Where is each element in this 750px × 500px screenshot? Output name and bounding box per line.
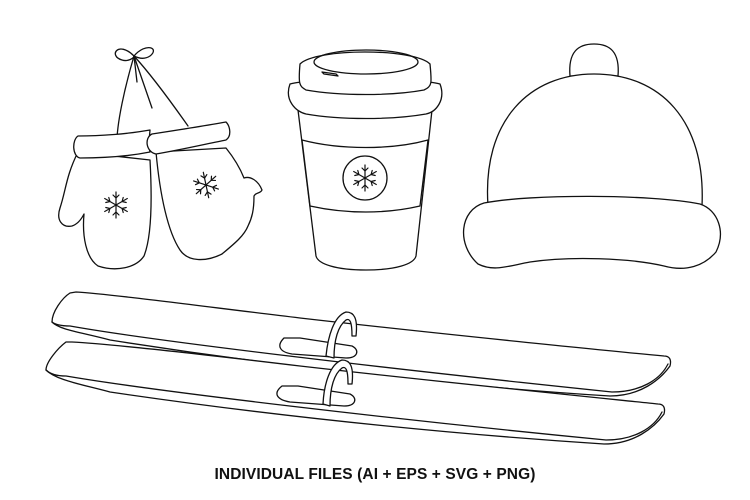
hat-pompom bbox=[570, 44, 619, 76]
hat-cuff bbox=[464, 196, 721, 268]
file-formats-caption: INDIVIDUAL FILES (AI + EPS + SVG + PNG) bbox=[214, 466, 536, 483]
bow-icon bbox=[115, 48, 153, 108]
right-mitten bbox=[156, 148, 262, 260]
lid-opening bbox=[314, 50, 418, 74]
skis-illustration bbox=[46, 292, 671, 444]
hat-crown bbox=[487, 74, 702, 206]
winter-hat-illustration bbox=[464, 44, 721, 268]
bottom-ski-binding-slot bbox=[277, 386, 355, 406]
coffee-cup-illustration bbox=[288, 50, 441, 270]
bottom-ski bbox=[46, 342, 665, 444]
top-ski bbox=[52, 292, 671, 396]
left-mitten-cuff bbox=[74, 130, 150, 158]
top-ski-binding-slot bbox=[280, 338, 357, 358]
left-mitten bbox=[59, 152, 151, 269]
bottom-ski-binding-loop bbox=[323, 360, 353, 406]
top-ski-binding-loop bbox=[326, 312, 357, 358]
right-mitten-cuff bbox=[147, 122, 230, 154]
cup-lid-top bbox=[299, 52, 431, 95]
mittens-illustration bbox=[59, 48, 262, 269]
